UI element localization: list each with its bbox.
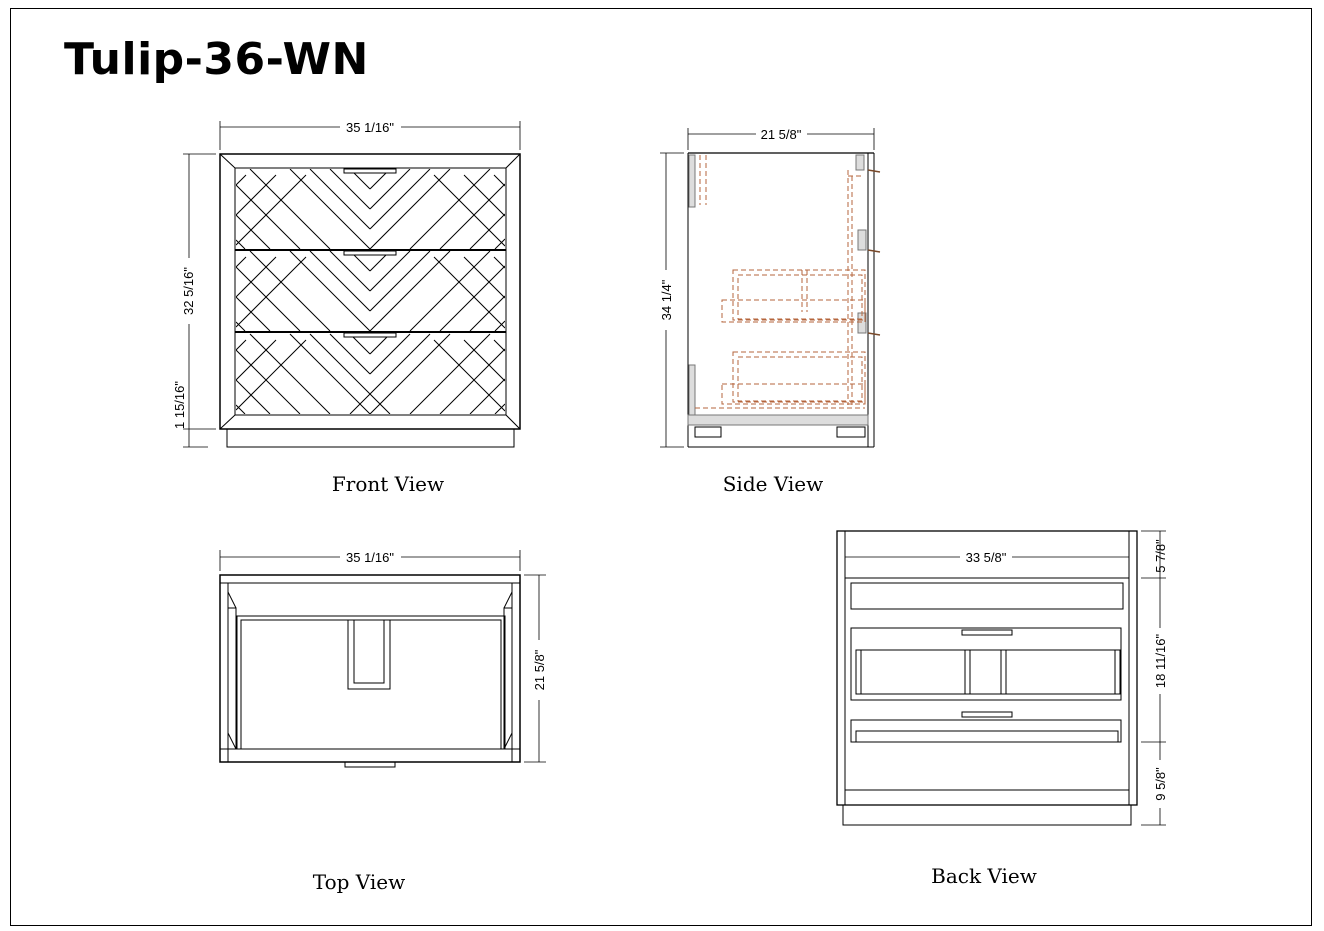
front-outer-frame [219,153,521,430]
side-view [687,152,881,448]
top-depth-label: 21 5/8" [532,649,547,690]
front-view [219,153,521,448]
front-height-label: 32 5/16" [181,267,196,315]
back-view-caption: Back View [931,864,1037,888]
back-top-rail [850,582,1124,610]
front-view-caption: Front View [332,472,444,496]
drawer-1-herringbone [236,169,505,249]
side-view-caption: Side View [723,472,824,496]
drawer-2-herringbone [236,251,505,331]
front-base-label: 1 15/16" [172,381,187,429]
front-dimension-lines [183,121,521,448]
side-hatch-panel [688,154,696,208]
back-middle-label: 18 11/16" [1153,633,1168,688]
drawer-handle [343,168,397,174]
back-dimension-lines [845,530,1166,826]
drawer-handle [343,332,397,338]
drawing-frame [10,8,1312,926]
top-width-label: 35 1/16" [346,550,394,565]
back-handle [961,629,1013,636]
back-bottom-label: 9 5/8" [1153,767,1168,801]
side-hatch-panel [855,154,865,171]
top-view [219,574,521,768]
back-top-label: 5 7/8" [1153,539,1168,573]
back-outer-frame [836,530,1138,806]
back-base-plinth [842,804,1132,826]
top-view-caption: Top View [313,870,405,894]
front-base-plinth [226,428,515,448]
front-width-label: 35 1/16" [346,120,394,135]
side-hatch-panel [688,364,696,416]
top-drawer-box [240,619,502,750]
top-handle [344,761,396,768]
top-side-rail [227,607,237,750]
top-outline [219,574,521,763]
drawer-3-herringbone [236,333,505,414]
side-hidden-lines [695,155,866,409]
back-handle [961,711,1013,718]
top-dimension-lines [219,550,546,763]
side-bottom-shelf [687,414,869,426]
side-hatch-panel [857,229,867,251]
side-height-label: 34 1/4" [659,279,674,320]
back-width-label: 33 5/8" [966,550,1007,565]
back-view [836,530,1138,826]
back-drawer-1 [850,627,1122,701]
drawing-title: Tulip-36-WN [64,34,369,85]
side-dimension-lines [660,128,875,448]
drawer-handle [343,250,397,256]
side-handles [867,169,881,336]
side-foot [836,426,866,438]
side-foot [694,426,722,438]
front-inner-frame [234,167,507,416]
side-depth-label: 21 5/8" [761,127,802,142]
